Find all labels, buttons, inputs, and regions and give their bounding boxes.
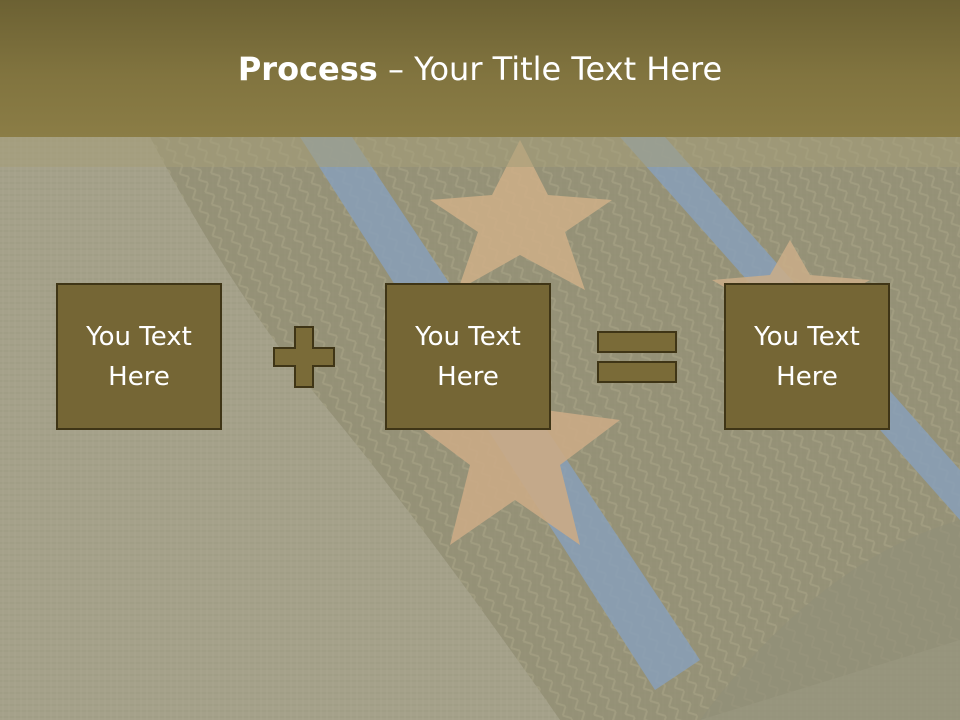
title-rest: – Your Title Text Here [377, 50, 723, 88]
process-box-1[interactable]: You Text Here [56, 283, 222, 430]
title-bold: Process [237, 50, 378, 88]
process-box-3[interactable]: You Text Here [724, 283, 890, 430]
process-box-2[interactable]: You Text Here [385, 283, 551, 430]
process-box-1-text: You Text Here [86, 321, 192, 392]
plus-icon [273, 326, 335, 388]
title-bar [0, 0, 960, 137]
title-strip [0, 137, 960, 167]
process-box-2-text: You Text Here [415, 321, 521, 392]
process-box-3-text: You Text Here [754, 321, 860, 392]
slide-title[interactable]: Process – Your Title Text Here [0, 50, 960, 88]
equals-icon [597, 331, 677, 383]
